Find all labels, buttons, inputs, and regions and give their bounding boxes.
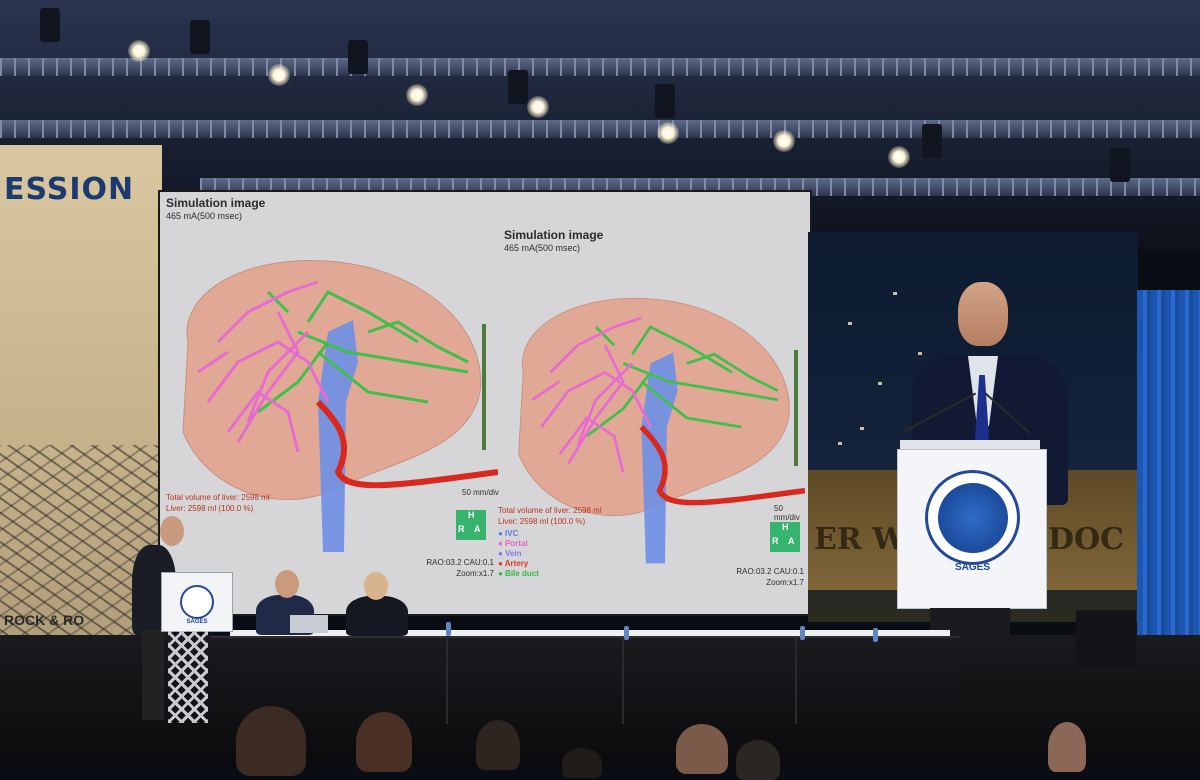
right-view-angle: RAO:03.2 CAU:0.1 bbox=[736, 567, 804, 576]
left-view-info: RAO:03.2 CAU:0.1 Zoom:x1.7 bbox=[410, 557, 494, 579]
light-fixture bbox=[1110, 148, 1130, 182]
legend-item: ● Vein bbox=[498, 549, 522, 558]
water-bottle bbox=[624, 626, 629, 640]
light-fixture bbox=[190, 20, 210, 54]
right-zoom: Zoom:x1.7 bbox=[766, 578, 804, 587]
audience-head bbox=[356, 712, 412, 772]
vessel-legend: ● IVC● Portal● Vein● Artery● Bile duct bbox=[498, 529, 539, 579]
right-view-info: RAO:03.2 CAU:0.1 Zoom:x1.7 bbox=[720, 566, 804, 588]
panel-table-edge bbox=[230, 630, 950, 640]
right-scale-bar bbox=[794, 350, 798, 466]
light-fixture bbox=[508, 70, 528, 104]
audience-head bbox=[676, 724, 728, 774]
legend-item: ● Portal bbox=[498, 539, 528, 548]
panelist-head bbox=[364, 572, 388, 600]
orientation-label: A bbox=[788, 536, 795, 546]
left-scale-label: 50 mm/div bbox=[462, 488, 499, 497]
stage-light bbox=[268, 64, 290, 86]
right-liver-model bbox=[518, 297, 805, 564]
right-scale-label: 50 mm/div bbox=[774, 504, 800, 522]
stage-light bbox=[773, 130, 795, 152]
panelist-jacket bbox=[346, 596, 408, 636]
sparkle bbox=[838, 442, 842, 445]
panelist-head bbox=[275, 570, 299, 598]
small-sages-name: SAGES bbox=[186, 619, 208, 625]
left-liver-model bbox=[182, 260, 498, 552]
left-volume-total: Total volume of liver: 2598 ml bbox=[166, 493, 270, 502]
sparkle bbox=[893, 292, 897, 295]
light-fixture bbox=[922, 124, 942, 158]
legend-item: ● Bile duct bbox=[498, 569, 539, 578]
stage-light bbox=[128, 40, 150, 62]
water-bottle bbox=[873, 628, 878, 642]
presenter-head bbox=[160, 516, 184, 546]
light-fixture bbox=[655, 84, 675, 118]
orientation-label: H bbox=[782, 522, 789, 532]
audience-head bbox=[562, 748, 602, 778]
legend-item: ● IVC bbox=[498, 529, 519, 538]
left-scale-bar bbox=[482, 324, 486, 450]
light-fixture bbox=[40, 8, 60, 42]
table-fold bbox=[795, 636, 797, 724]
left-volume-liver: Liver: 2598 ml (100.0 %) bbox=[166, 504, 254, 513]
right-volume-liver: Liver: 2598 ml (100.0 %) bbox=[498, 517, 586, 526]
stage-light bbox=[406, 84, 428, 106]
table-fold bbox=[446, 636, 448, 724]
audience-head bbox=[236, 706, 306, 776]
water-bottle bbox=[446, 622, 451, 636]
presenter-legs bbox=[142, 630, 164, 720]
small-sages-seal-logo bbox=[180, 585, 214, 619]
audience-head bbox=[476, 720, 520, 770]
right-sim-subtitle: 465 mA(500 msec) bbox=[504, 243, 581, 253]
podium-stand bbox=[168, 631, 208, 723]
legend-item: ● Artery bbox=[498, 559, 529, 568]
audience-head bbox=[736, 740, 780, 780]
left-zoom: Zoom:x1.7 bbox=[456, 569, 494, 578]
panel-table bbox=[210, 636, 960, 726]
audience-head bbox=[1048, 722, 1086, 772]
left-sim-subtitle: 465 mA(500 msec) bbox=[166, 211, 243, 221]
truss-beam bbox=[0, 58, 1200, 76]
truss-beam bbox=[200, 178, 1200, 196]
sparkle bbox=[878, 382, 882, 385]
stage-light bbox=[657, 122, 679, 144]
right-sim-title: Simulation image bbox=[504, 228, 604, 242]
stage-monitor bbox=[1076, 610, 1136, 670]
presentation-slide: Simulation image 465 mA(500 msec) 50 mm/… bbox=[160, 192, 810, 614]
left-orientation-cube: H R A bbox=[456, 510, 486, 540]
truss-beam bbox=[0, 120, 1200, 138]
background-lettering: ER W bbox=[814, 522, 906, 557]
sages-seal-logo bbox=[925, 470, 1020, 565]
background-sign: ROCK & RO bbox=[4, 612, 85, 628]
orientation-label: H bbox=[468, 510, 475, 520]
sages-name: SAGES bbox=[954, 562, 990, 573]
stage-light bbox=[888, 146, 910, 168]
background-lettering: DOC bbox=[1048, 522, 1125, 557]
sparkle bbox=[848, 322, 852, 325]
left-view-angle: RAO:03.2 CAU:0.1 bbox=[426, 558, 494, 567]
speaker-head bbox=[958, 282, 1008, 346]
stage-light bbox=[527, 96, 549, 118]
session-banner: ESSION bbox=[4, 172, 135, 207]
sparkle bbox=[918, 352, 922, 355]
sparkle bbox=[860, 427, 864, 430]
water-bottle bbox=[800, 626, 805, 640]
right-volume-total: Total volume of liver: 2598 ml bbox=[498, 506, 602, 515]
orientation-label: A bbox=[474, 524, 481, 534]
orientation-label: R bbox=[458, 524, 465, 534]
light-fixture bbox=[348, 40, 368, 74]
laptop bbox=[290, 615, 328, 633]
table-fold bbox=[622, 636, 624, 724]
left-sim-title: Simulation image bbox=[166, 196, 266, 210]
orientation-label: R bbox=[772, 536, 779, 546]
right-orientation-cube: H R A bbox=[770, 522, 800, 552]
